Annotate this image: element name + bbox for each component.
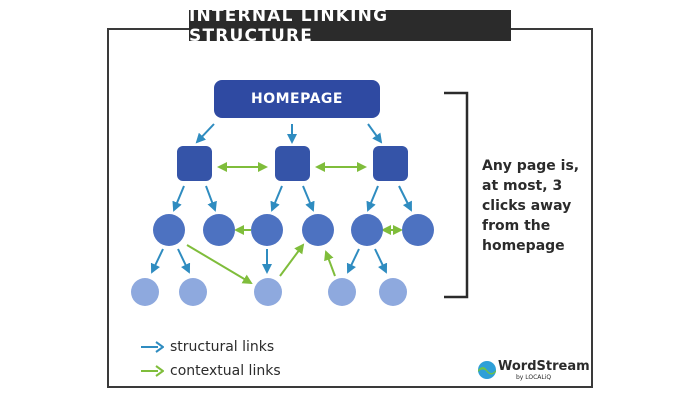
- legend-contextual-label: contextual links: [170, 363, 281, 379]
- structural-link: [177, 248, 191, 274]
- level2-node: [302, 214, 334, 246]
- level2-node: [351, 214, 383, 246]
- level3-node: [379, 278, 407, 306]
- structural-link: [270, 185, 283, 212]
- level1-node: [275, 146, 310, 181]
- structural-link: [366, 185, 379, 212]
- level3-node: [131, 278, 159, 306]
- diagram-title: INTERNAL LINKING STRUCTURE: [189, 6, 511, 46]
- blue-arrow-icon: [141, 341, 164, 353]
- structural-link: [374, 248, 388, 274]
- structural-links: [150, 123, 412, 274]
- level1-node: [373, 146, 408, 181]
- depth-bracket: [444, 91, 469, 299]
- structural-link: [195, 123, 215, 144]
- contextual-link: [324, 250, 336, 277]
- homepage-node: [214, 80, 380, 118]
- structural-link: [205, 185, 217, 212]
- contextual-link: [186, 244, 253, 285]
- level3-node: [254, 278, 282, 306]
- brand-subtitle: by LOCALiQ: [516, 374, 552, 381]
- wordstream-brand: WordStream by LOCALiQ: [478, 359, 590, 382]
- legend-structural: structural links: [140, 339, 274, 355]
- brand-name: WordStream: [498, 359, 590, 374]
- structural-link: [398, 185, 412, 212]
- structural-link: [346, 248, 360, 274]
- structural-link: [172, 185, 185, 212]
- level1-node: [177, 146, 212, 181]
- level2-node: [153, 214, 185, 246]
- level3-node: [179, 278, 207, 306]
- structural-link: [367, 123, 383, 144]
- level2-node: [203, 214, 235, 246]
- level2-node: [402, 214, 434, 246]
- structural-link: [302, 185, 315, 212]
- level3-node: [328, 278, 356, 306]
- structural-link: [150, 248, 164, 274]
- depth-caption: Any page is, at most, 3 clicks away from…: [482, 158, 580, 254]
- contextual-link: [279, 243, 305, 277]
- wordstream-logo-icon: [478, 361, 496, 379]
- level2-node: [251, 214, 283, 246]
- contextual-links: [186, 162, 403, 285]
- legend-contextual: contextual links: [140, 363, 281, 379]
- legend-structural-label: structural links: [170, 339, 275, 355]
- green-arrow-icon: [141, 365, 164, 377]
